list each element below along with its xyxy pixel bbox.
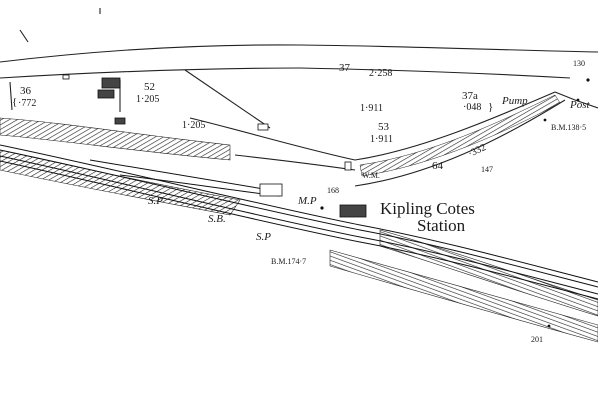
building-small-3 xyxy=(62,74,70,80)
parcel-36-boundary xyxy=(9,81,13,111)
parcel-52-number: 52 xyxy=(144,81,155,93)
markers xyxy=(320,78,590,328)
buildings xyxy=(62,74,367,218)
parcel-36-number: 36 xyxy=(20,85,32,97)
mp-label: M.P xyxy=(297,195,317,207)
embankment-east-south xyxy=(329,249,598,343)
post-label: Post xyxy=(569,99,591,111)
parcel-36-area: ·772 xyxy=(18,98,36,109)
field-boundaries xyxy=(0,8,598,187)
building-station xyxy=(339,204,367,218)
spot-height-168: 168 xyxy=(327,186,339,195)
pump-label: Pump xyxy=(501,95,528,107)
parcel-53-area-top: 1·911 xyxy=(360,103,383,114)
bm-174-label: B.M.174·7 xyxy=(271,257,306,266)
embankment-north xyxy=(0,117,231,161)
parcel-52b-area: 1·205 xyxy=(182,120,205,131)
track-1 xyxy=(0,144,598,283)
building-small-1 xyxy=(257,123,269,131)
building-farm-3 xyxy=(114,117,126,125)
embankment-road-edge xyxy=(359,94,561,177)
parcel-53-number: 53 xyxy=(378,121,390,133)
parcel-53-west-boundary xyxy=(184,69,271,129)
parcel-37a-area: ·048 xyxy=(463,102,481,113)
top-road-edge-lower xyxy=(0,67,571,79)
brace-36: { xyxy=(12,96,17,108)
marker-post xyxy=(576,98,580,102)
marker-201 xyxy=(547,324,551,328)
marker-130 xyxy=(586,78,590,82)
parcel-37-number: 37 xyxy=(339,62,351,74)
station-road-south xyxy=(354,99,566,187)
bm-138-label: B.M.138·5 xyxy=(551,123,586,132)
track-3 xyxy=(0,155,598,295)
marker-mp xyxy=(320,206,324,210)
station-road-north xyxy=(354,91,556,161)
approach-road-south xyxy=(234,154,356,171)
sp-label-2: S.P xyxy=(256,231,271,243)
track-4 xyxy=(0,160,598,300)
parcel-52-area: 1·205 xyxy=(136,94,159,105)
brace-37a: } xyxy=(488,101,493,113)
sp-label-1: S.P xyxy=(148,195,163,207)
railway-tracks xyxy=(0,144,598,300)
spot-height-201: 201 xyxy=(531,335,543,344)
top-road-edge-upper xyxy=(0,44,598,63)
parcel-53-area: 1·911 xyxy=(370,134,393,145)
spot-height-130: 130 xyxy=(573,59,585,68)
embankment-east-north xyxy=(379,229,598,317)
wm-label: W.M. xyxy=(362,171,380,180)
siding-track-2 xyxy=(89,159,271,191)
building-goods-shed xyxy=(259,183,283,197)
building-small-2 xyxy=(344,161,352,171)
embankment-south-west xyxy=(0,149,241,216)
spot-height-147: 147 xyxy=(481,165,493,174)
sb-label: S.B. xyxy=(208,213,226,225)
building-farm-1 xyxy=(101,77,121,89)
building-farm-2 xyxy=(97,89,115,99)
marker-bm-138 xyxy=(543,118,547,122)
east-boundary xyxy=(554,91,598,109)
top-small-line xyxy=(19,29,29,43)
approach-road-north xyxy=(189,117,356,161)
track-2 xyxy=(0,149,598,288)
parcel-64-number: 64 xyxy=(432,160,444,172)
parcel-37-area: 2·258 xyxy=(369,68,392,79)
parcel-37a-number: 37a xyxy=(462,90,478,102)
station-name-line1: Kipling Cotes xyxy=(380,199,475,218)
station-name-line2: Station xyxy=(417,216,466,235)
